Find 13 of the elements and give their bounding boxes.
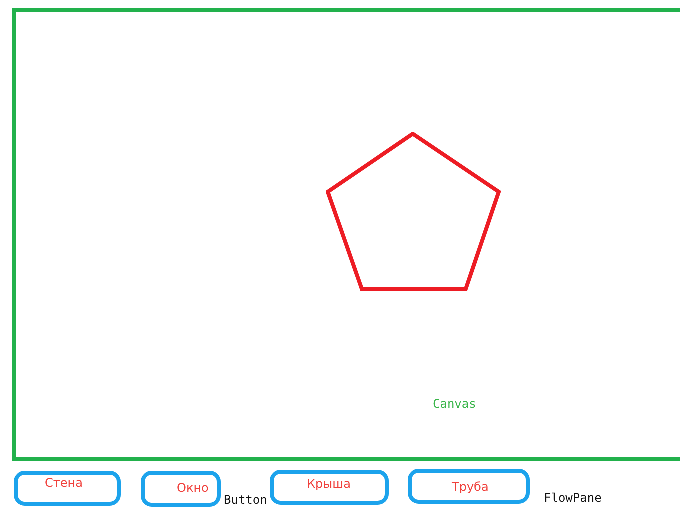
component-label: FlowPane — [544, 491, 602, 505]
button — [141, 471, 221, 507]
button-label: Стена — [45, 476, 83, 490]
button — [270, 470, 389, 505]
button — [408, 469, 530, 504]
button — [14, 471, 121, 506]
canvas-panel — [12, 8, 680, 461]
button-label: Крыша — [307, 477, 351, 491]
button-label: Труба — [452, 480, 489, 494]
button-label: Окно — [177, 481, 209, 495]
pentagon-shape — [326, 132, 502, 292]
component-label: Button — [224, 493, 268, 507]
panel-label: Canvas — [433, 397, 476, 411]
